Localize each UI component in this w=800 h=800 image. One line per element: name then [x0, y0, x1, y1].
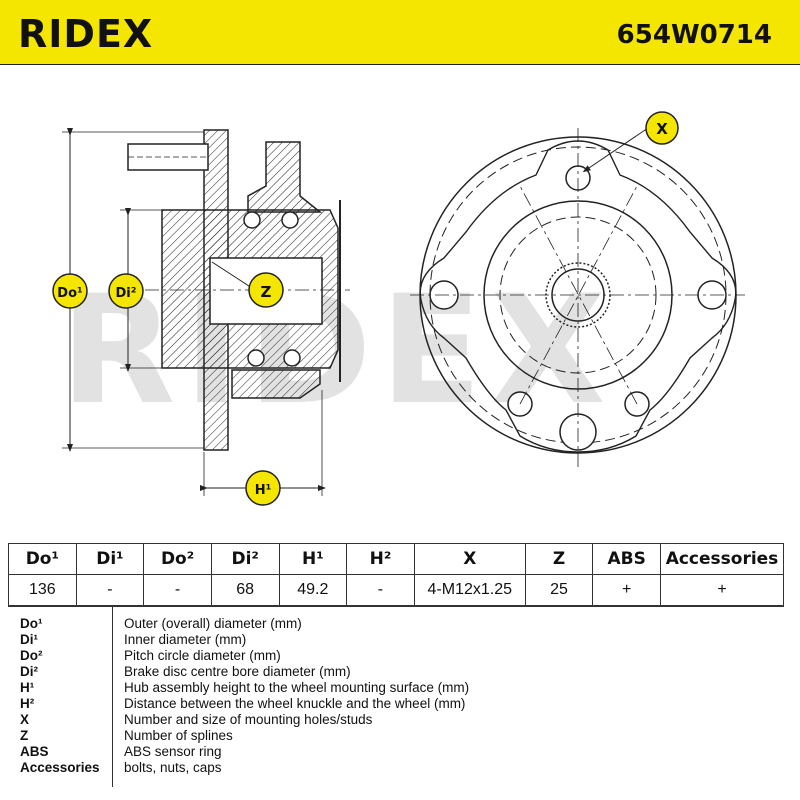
header-bar: RIDEX 654W0714 [0, 0, 800, 65]
value-di1: - [75, 574, 145, 606]
header-x: X [413, 543, 526, 575]
header-di1: Di¹ [75, 543, 145, 575]
callout-z: Z [248, 272, 284, 308]
value-accessories: + [660, 574, 784, 606]
value-di2: 68 [210, 574, 280, 606]
svg-text:Di²: Di² [116, 286, 137, 301]
knuckle-lower [231, 369, 321, 399]
value-h1: 49.2 [278, 574, 348, 606]
header-z: Z [524, 543, 594, 575]
value-do1: 136 [8, 574, 77, 606]
header-di2: Di² [210, 543, 280, 575]
bearing-ball [247, 349, 265, 367]
callout-x: X [645, 111, 679, 145]
spec-table: Do¹ Di¹ Do² Di² H¹ H² X Z ABS Accessorie… [8, 543, 784, 606]
header-h2: H² [346, 543, 415, 575]
header-h1: H¹ [278, 543, 348, 575]
header-do1: Do¹ [8, 543, 77, 575]
callout-di2: Di² [108, 273, 144, 309]
brand-logo: RIDEX [18, 12, 154, 56]
bearing-ball [243, 211, 261, 229]
value-h2: - [346, 574, 415, 606]
svg-text:H¹: H¹ [255, 483, 272, 498]
spec-header-row: Do¹ Di¹ Do² Di² H¹ H² X Z ABS Accessorie… [8, 543, 784, 575]
value-x: 4-M12x1.25 [413, 574, 526, 606]
technical-drawing: RIDEX [0, 64, 800, 540]
callout-do1: Do¹ [52, 273, 88, 309]
value-do2: - [143, 574, 212, 606]
spec-value-row: 136 - - 68 49.2 - 4-M12x1.25 25 + + [8, 574, 784, 606]
flange-outline [419, 140, 737, 453]
side-section-view [62, 128, 350, 496]
knuckle-upper [247, 141, 323, 213]
value-abs: + [592, 574, 661, 606]
bearing-ball [281, 211, 299, 229]
header-abs: ABS [592, 543, 661, 575]
front-view [410, 127, 745, 470]
part-number: 654W0714 [616, 20, 772, 50]
value-z: 25 [524, 574, 594, 606]
bearing-ball [283, 349, 301, 367]
header-do2: Do² [143, 543, 212, 575]
svg-text:X: X [656, 120, 668, 138]
callout-h1: H¹ [245, 470, 281, 506]
svg-text:Do¹: Do¹ [57, 286, 82, 301]
svg-text:Z: Z [261, 283, 272, 301]
header-accessories: Accessories [660, 543, 784, 575]
